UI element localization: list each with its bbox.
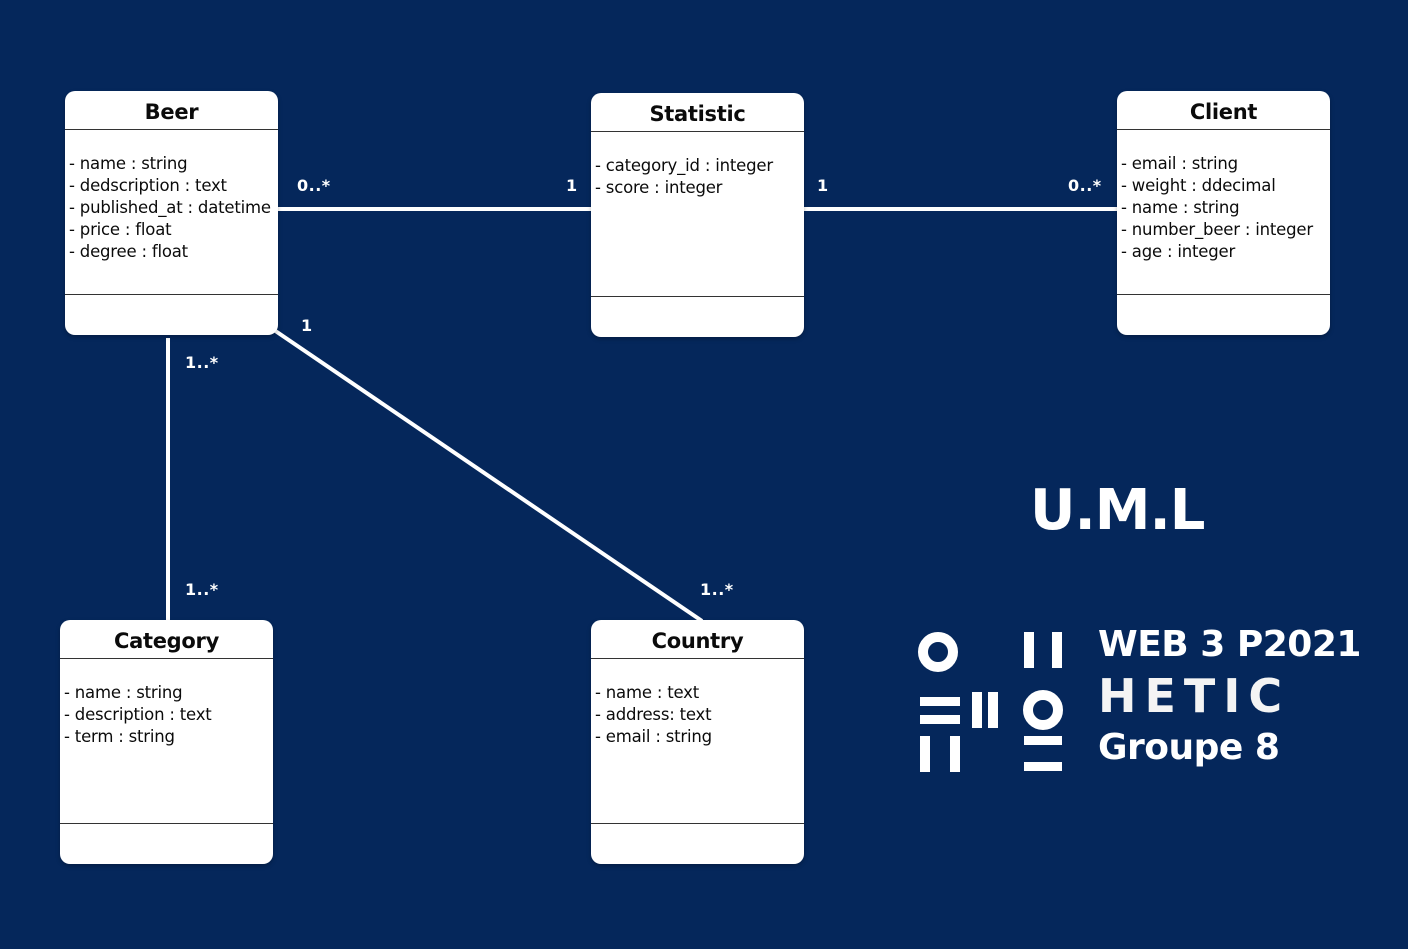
multiplicity-beer-statistic-beer-end: 0..* [297,176,331,195]
attribute-line: - published_at : datetime [69,198,271,217]
multiplicity-statistic-client-statistic-end: 1 [817,176,829,195]
class-name-beer: Beer [65,91,278,130]
multiplicity-beer-country-beer-end: 1 [301,316,313,335]
multiplicity-beer-category-category-end: 1..* [185,580,219,599]
multiplicity-beer-statistic-statistic-end: 1 [566,176,578,195]
attribute-list-beer: - name : string - dedscription : text - pu… [69,153,276,263]
attribute-list-country: - name : text - address: text - email : st… [595,682,802,748]
attribute-line: - description : text [64,705,212,724]
attribute-line: - age : integer [1121,242,1236,261]
attribute-line: - category_id : integer [595,156,773,175]
class-box-statistic[interactable]: Statistic - category_id : integer - score… [591,93,804,337]
attribute-line: - weight : ddecimal [1121,176,1276,195]
attribute-line: - dedscription : text [69,176,227,195]
class-name-client: Client [1117,91,1330,130]
attribute-list-statistic: - category_id : integer - score : integer [595,155,802,199]
class-box-category[interactable]: Category - name : string - description : … [60,620,273,864]
attribute-line: - term : string [64,727,175,746]
methods-divider [60,823,273,824]
attribute-line: - name : string [69,154,188,173]
class-name-category: Category [60,620,273,659]
class-name-statistic: Statistic [591,93,804,132]
attribute-line: - email : string [595,727,712,746]
class-name-country: Country [591,620,804,659]
branding-course: WEB 3 P2021 [1098,624,1361,665]
branding-block: WEB 3 P2021 HETIC Groupe 8 [1098,622,1361,772]
multiplicity-beer-country-country-end: 1..* [700,580,734,599]
attribute-line: - name : string [64,683,183,702]
methods-divider [65,294,278,295]
attribute-line: - score : integer [595,178,723,197]
class-box-beer[interactable]: Beer - name : string - dedscription : tex… [65,91,278,335]
diagram-title: U.M.L [1030,478,1205,543]
association-beer-country [272,328,704,623]
attribute-list-client: - email : string - weight : ddecimal - nam… [1121,153,1328,263]
multiplicity-statistic-client-client-end: 0..* [1068,176,1102,195]
attribute-line: - name : string [1121,198,1240,217]
attribute-line: - number_beer : integer [1121,220,1313,239]
attribute-list-category: - name : string - description : text - ter… [64,682,271,748]
attribute-line: - address: text [595,705,712,724]
attribute-line: - name : text [595,683,700,702]
attribute-line: - degree : float [69,242,188,261]
multiplicity-beer-category-beer-end: 1..* [185,353,219,372]
attribute-line: - price : float [69,220,172,239]
branding-school: HETIC [1098,669,1291,723]
methods-divider [591,296,804,297]
methods-divider [591,823,804,824]
class-box-client[interactable]: Client - email : string - weight : ddecim… [1117,91,1330,335]
attribute-line: - email : string [1121,154,1238,173]
branding-group: Groupe 8 [1098,727,1280,768]
hetic-logo-icon [918,632,1063,772]
class-box-country[interactable]: Country - name : text - address: text - em… [591,620,804,864]
methods-divider [1117,294,1330,295]
